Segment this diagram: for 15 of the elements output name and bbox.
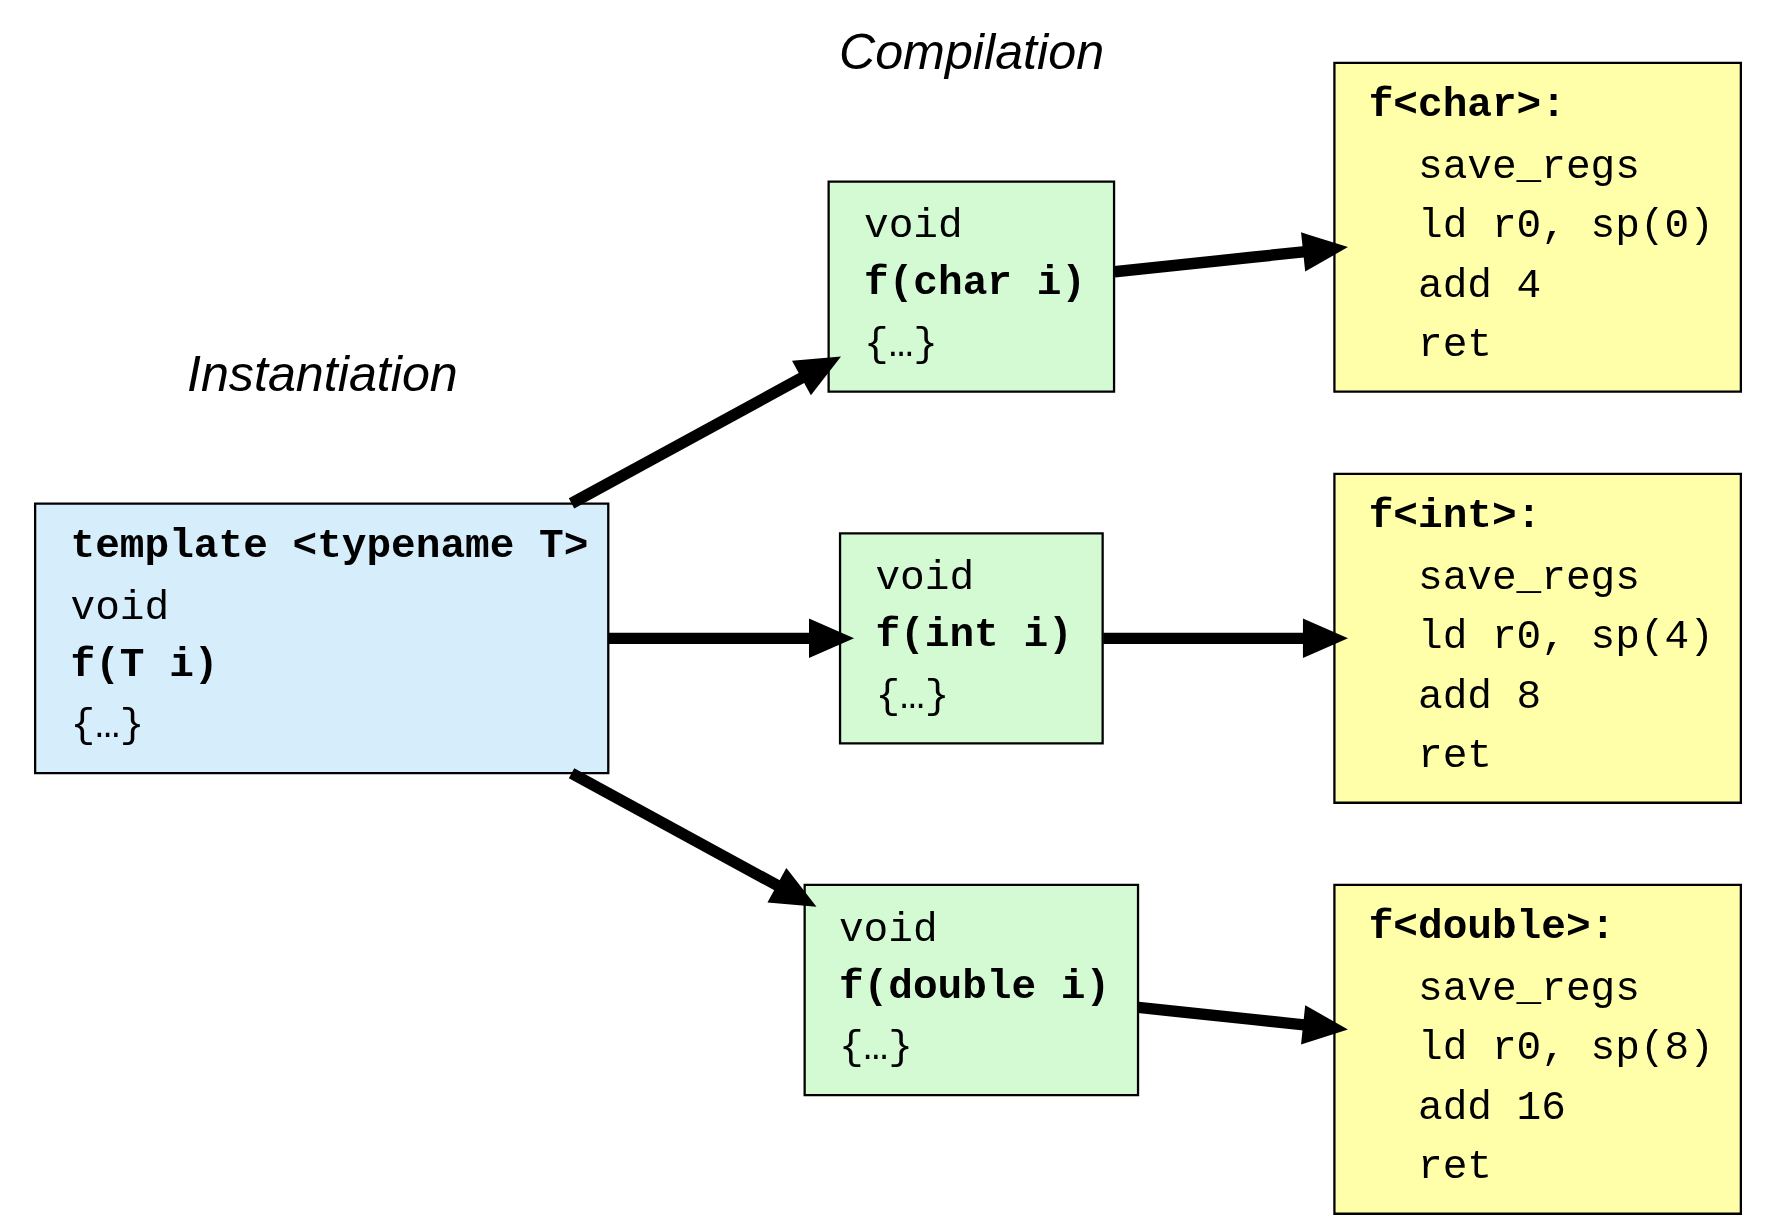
node-box: void f(double i) {…}: [803, 883, 1139, 1097]
arrow: [1102, 618, 1348, 659]
node-box: f<int>: save_regs ld r0, sp(4) add 8 ret: [1332, 472, 1742, 804]
arrow: [1137, 1001, 1348, 1045]
label: Instantiation: [186, 345, 458, 402]
node-box: f<double>: save_regs ld r0, sp(8) add 16 ret: [1332, 883, 1742, 1215]
node-box: f<char>: save_regs ld r0, sp(0) add 4 ret: [1332, 61, 1742, 393]
arrow: [568, 768, 816, 907]
arrow: [1113, 232, 1348, 278]
arrow: [608, 618, 854, 659]
label: Compilation: [838, 23, 1104, 80]
node-box: template <typename T> void f(T i) {…}: [33, 502, 609, 775]
node-box: void f(int i) {…}: [838, 532, 1104, 745]
node-box: void f(char i) {…}: [827, 180, 1115, 393]
arrow: [568, 356, 841, 509]
